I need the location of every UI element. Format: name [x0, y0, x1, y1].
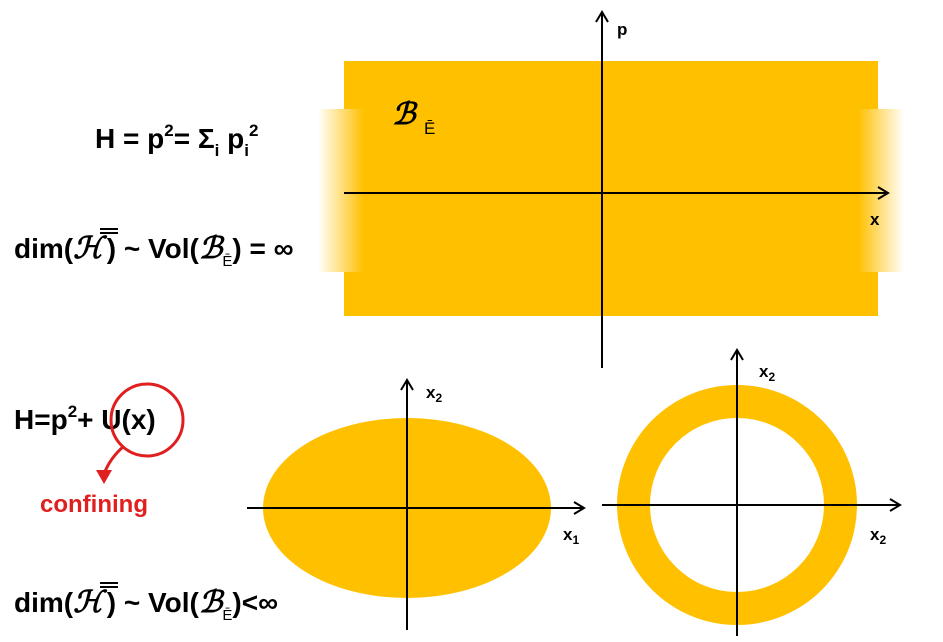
ellipse-x2-arrowhead [400, 378, 414, 391]
annulus-x-letter: x [870, 525, 880, 544]
ellipse-x1-letter: x [563, 525, 573, 544]
eq3-plus: + [77, 404, 101, 435]
eq2-script-b: ℬ [199, 232, 225, 265]
potential-highlight-circle [109, 382, 185, 458]
ellipse-x1-arrowhead [573, 501, 586, 515]
eq4-script-b: ℬ [199, 586, 225, 619]
ellipse-x1-subscript: 1 [572, 533, 579, 547]
eq2-script-h: ℋ [73, 232, 108, 265]
phase-band-right-fade [858, 109, 904, 272]
phase-band-bottom-left [344, 272, 364, 316]
eq1-lhs: H = p [95, 123, 164, 154]
eq2-sub: Ē [222, 253, 232, 270]
annulus-y-label: x2 [759, 362, 775, 384]
eq1-sup: 2 [164, 121, 173, 140]
dim-infinite-equation: dim(ℋ) ~ Vol(ℬĒ) = ∞ [14, 232, 294, 270]
confining-label: confining [40, 491, 148, 518]
p-axis-arrowhead [595, 10, 609, 23]
x-axis-label: x [870, 210, 880, 229]
p-axis-label: p [617, 20, 627, 39]
dim-finite-equation: dim(ℋ) ~ Vol(ℬĒ)<∞ [14, 586, 278, 624]
confined-hamiltonian-equation: H=p2+ U(x) [14, 402, 156, 435]
eq4-dim: dim( [14, 587, 74, 618]
eq1-p: p [219, 123, 244, 154]
eq2-rest: ) = ∞ [232, 233, 293, 264]
eq4-sub: Ē [222, 607, 232, 624]
annulus-x-label: x2 [870, 525, 886, 547]
phase-band-region [364, 61, 858, 316]
phase-band-left-fade [318, 109, 364, 272]
ellipse-x2-subscript: 2 [435, 391, 442, 405]
eq1-sum: = Σ [174, 123, 215, 154]
annulus-y-letter: x [759, 362, 769, 381]
eq3-sup: 2 [68, 402, 77, 421]
region-subscript: Ē [424, 119, 435, 138]
eq1-sum-sub: i [215, 141, 220, 160]
eq1-p-sup: 2 [249, 121, 258, 140]
phase-space-plot: p x ℬ Ē [318, 10, 904, 368]
eq2-dim: dim( [14, 233, 74, 264]
eq2-tilde-vol: ) ~ Vol( [107, 233, 200, 264]
eq4-rest: )<∞ [232, 587, 278, 618]
eq4-script-h: ℋ [73, 586, 108, 619]
annulus-y-subscript: 2 [768, 370, 775, 384]
ellipse-x2-label: x2 [426, 383, 442, 405]
annulus-x-subscript: 2 [879, 533, 886, 547]
annulus-y-arrowhead [730, 348, 744, 361]
x-axis-arrowhead [877, 186, 890, 200]
phase-band-bottom-right [858, 272, 878, 316]
region-script-b: ℬ [392, 98, 418, 131]
ellipse-plot: x1 x2 [247, 378, 586, 630]
eq4-tilde-vol: ) ~ Vol( [107, 587, 200, 618]
free-hamiltonian-equation: H = p2= Σi pi2 [95, 121, 258, 160]
annulus-x-arrowhead [889, 498, 902, 512]
ellipse-x1-label: x1 [563, 525, 579, 547]
phase-band-top-right [858, 61, 878, 109]
curved-down-arrow-icon [102, 444, 125, 475]
region-label: ℬ Ē [392, 98, 435, 138]
eq1-p-sub: i [244, 141, 249, 160]
ellipse-x2-letter: x [426, 383, 436, 402]
eq3-potential: U(x) [101, 404, 155, 435]
annulus-plot: x2 x2 [602, 348, 902, 636]
curved-down-arrow-head [96, 470, 112, 484]
eq3-lhs: H=p [14, 404, 68, 435]
phase-band-top-left [344, 61, 364, 109]
